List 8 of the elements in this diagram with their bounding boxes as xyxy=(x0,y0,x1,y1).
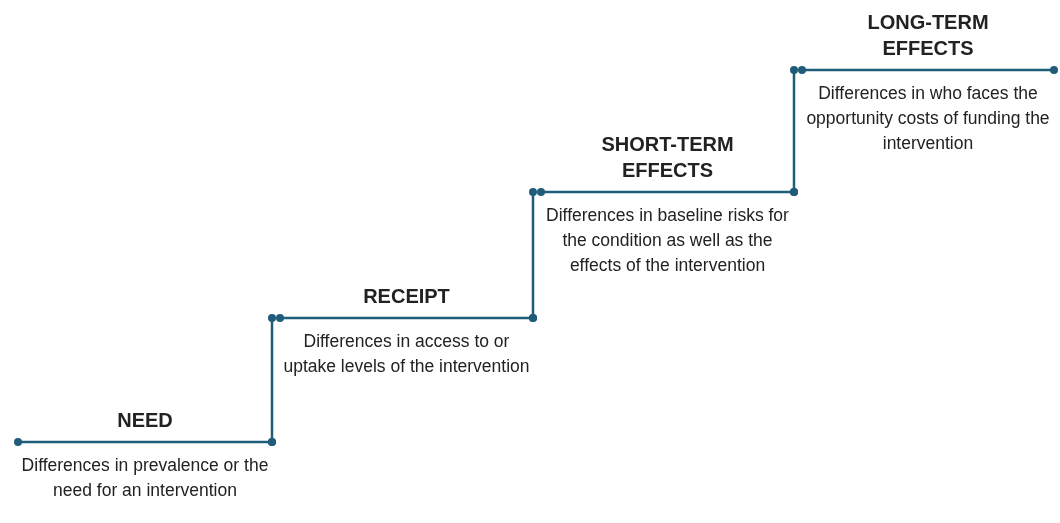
step-heading: NEED xyxy=(117,408,173,433)
step-description: Differences in access to or uptake levels of the intervention xyxy=(282,330,531,378)
step-heading: RECEIPT xyxy=(363,284,450,309)
step-description: Differences in prevalence or the need for an intervention xyxy=(20,454,270,502)
step-description: Differences in who faces the opportunity costs of funding the intervention xyxy=(805,82,1051,155)
step-description: Differences in baseline risks for the condition as well as the effects of the intervention xyxy=(545,204,790,277)
step-heading: LONG-TERM EFFECTS xyxy=(866,10,990,61)
step-heading: SHORT-TERM EFFECTS xyxy=(600,132,735,183)
